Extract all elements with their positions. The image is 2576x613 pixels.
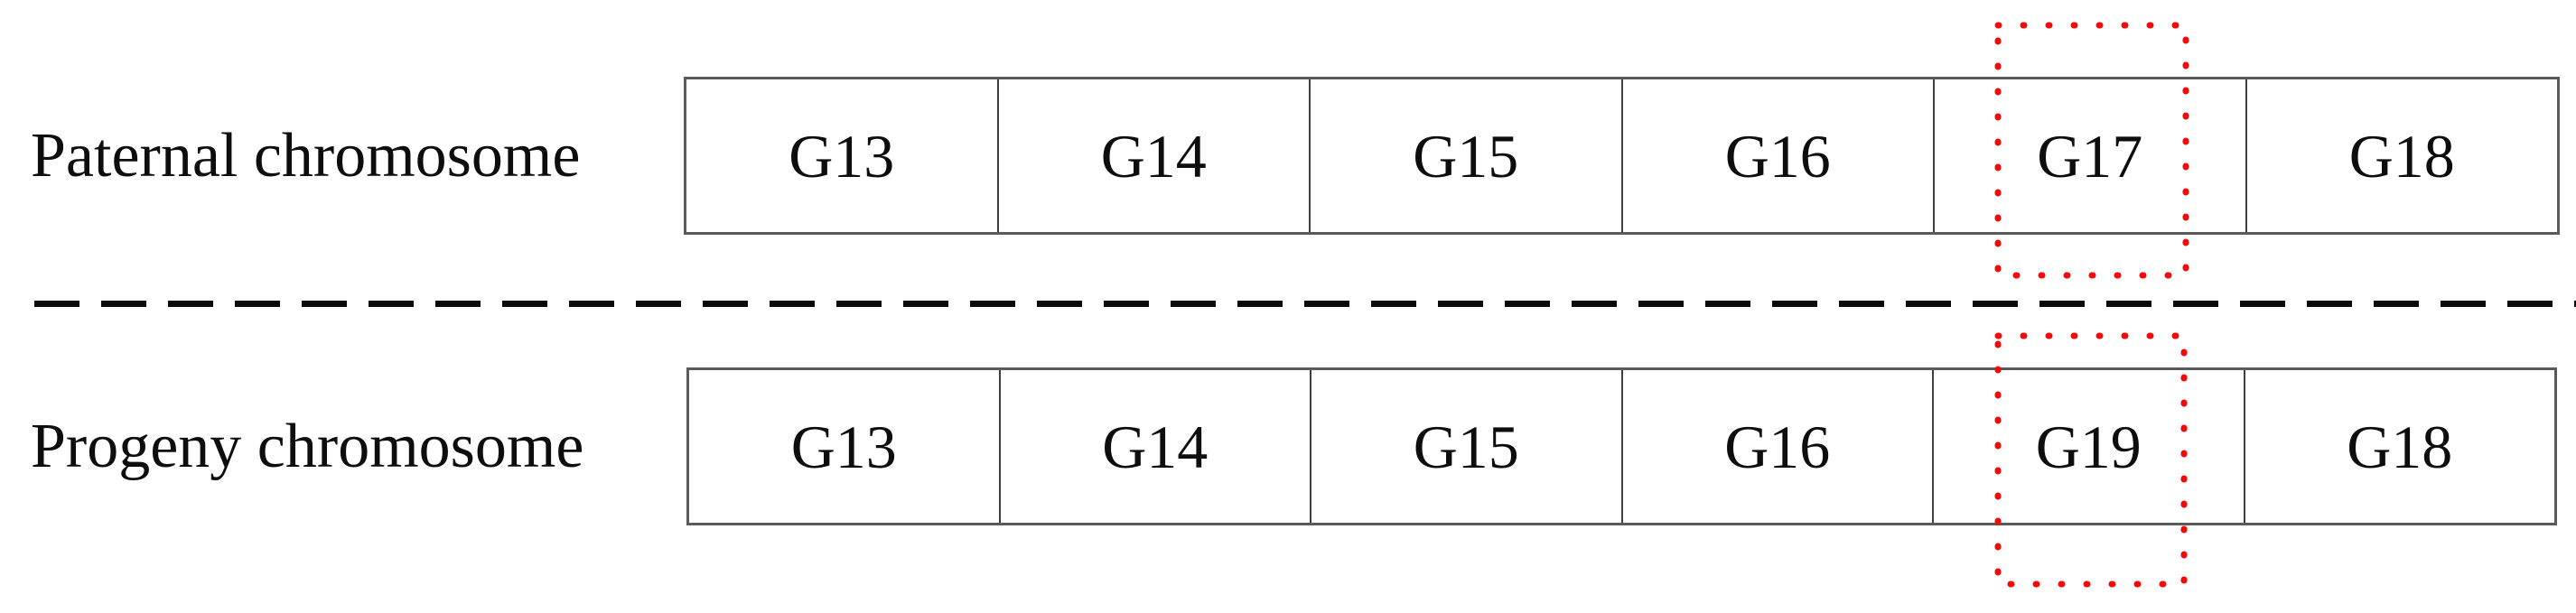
gene-label: G15: [1413, 121, 1519, 190]
progeny-chromosome-bar: G13 G14 G15 G16 G19 G18: [686, 367, 2557, 525]
gene-cell-highlighted: G19: [1932, 370, 2244, 523]
gene-cell: G14: [998, 370, 1311, 523]
gene-cell: G16: [1620, 370, 1933, 523]
gene-cell: G13: [689, 370, 999, 523]
gene-cell: G16: [1620, 79, 1934, 232]
gene-label: G14: [1102, 412, 1209, 481]
gene-cell-highlighted: G17: [1933, 79, 2245, 232]
gene-label: G14: [1100, 121, 1207, 190]
gene-cell: G18: [2245, 79, 2558, 232]
gene-label: G19: [2035, 412, 2142, 481]
gene-label: G18: [2347, 412, 2453, 481]
gene-cell: G14: [996, 79, 1310, 232]
progeny-row-label: Progeny chromosome: [31, 412, 584, 481]
gene-label: G13: [790, 412, 897, 481]
gene-label: G17: [2037, 121, 2143, 190]
paternal-row-label: Paternal chromosome: [31, 121, 581, 190]
gene-label: G16: [1724, 412, 1831, 481]
gene-cell: G15: [1309, 79, 1621, 232]
gene-cell: G13: [686, 79, 997, 232]
gene-label: G16: [1724, 121, 1831, 190]
gene-cell: G18: [2243, 370, 2555, 523]
gene-label: G18: [2348, 121, 2455, 190]
gene-label: G13: [789, 121, 895, 190]
paternal-chromosome-bar: G13 G14 G15 G16 G17 G18: [684, 77, 2560, 235]
generation-divider-dashed-line: [34, 301, 2576, 307]
gene-cell: G15: [1310, 370, 1621, 523]
gene-label: G15: [1413, 412, 1519, 481]
